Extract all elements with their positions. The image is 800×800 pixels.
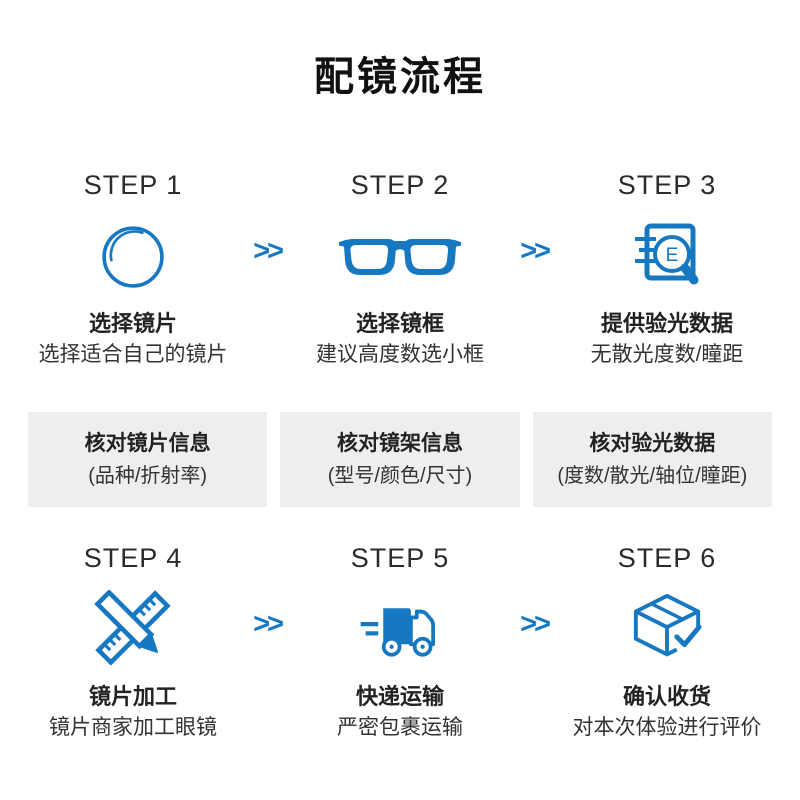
- step-3-name: 提供验光数据: [600, 311, 733, 336]
- step-3-desc: 无散光度数/瞳距: [590, 343, 744, 366]
- step-1: STEP 1 选择镜片 选择适合自己的镜片: [16, 170, 251, 370]
- check-box-title: 核对镜架信息: [336, 432, 463, 455]
- step-2: STEP 2 选择镜框 建议高度数选小框: [283, 170, 518, 370]
- check-box-detail: (品种/折射率): [88, 465, 208, 487]
- delivery-truck-icon: [283, 581, 518, 679]
- step-6-name: 确认收货: [622, 684, 711, 709]
- step-2-desc: 建议高度数选小框: [316, 343, 484, 366]
- step-2-label: STEP 2: [350, 170, 450, 200]
- check-box-title: 核对验光数据: [589, 432, 716, 455]
- next-arrow-icon: >>: [252, 235, 284, 267]
- step-4-label: STEP 4: [83, 543, 183, 573]
- package-check-icon: [550, 581, 785, 679]
- step-1-desc: 选择适合自己的镜片: [38, 343, 228, 366]
- step-3: STEP 3 E 提供验光数据 无散光度数/瞳距: [550, 170, 785, 370]
- check-optometry-data-box: 核对验光数据 (度数/散光/轴位/瞳距): [532, 412, 772, 507]
- next-arrow-icon: >>: [519, 608, 551, 640]
- step-4-name: 镜片加工: [88, 684, 177, 709]
- step-3-label: STEP 3: [617, 170, 717, 200]
- lens-icon: [16, 208, 251, 306]
- steps-row-1: STEP 1 选择镜片 选择适合自己的镜片 >> STEP 2: [28, 170, 772, 370]
- page-title: 配镜流程: [314, 55, 486, 99]
- step-4: STEP 4 镜片加工 镜片商家加工眼镜: [16, 543, 251, 743]
- step-5-name: 快递运输: [355, 684, 444, 709]
- check-box-detail: (型号/颜色/尺寸): [327, 465, 473, 487]
- step-1-name: 选择镜片: [88, 311, 177, 336]
- next-arrow-icon: >>: [252, 608, 284, 640]
- check-box-detail: (度数/散光/轴位/瞳距): [557, 465, 748, 487]
- step-6-label: STEP 6: [617, 543, 717, 573]
- verification-row: 核对镜片信息 (品种/折射率) 核对镜架信息 (型号/颜色/尺寸) 核对验光数据…: [28, 412, 772, 507]
- ruler-pencil-icon: [16, 581, 251, 679]
- next-arrow-icon: >>: [519, 235, 551, 267]
- step-5: STEP 5 快递运输 严密包裹运输: [283, 543, 518, 743]
- glasses-icon: [283, 208, 518, 306]
- steps-row-2: STEP 4 镜片加工 镜片商家加工眼镜 >> STEP 5: [28, 543, 772, 743]
- optometry-chart-icon: E: [550, 208, 785, 306]
- check-box-title: 核对镜片信息: [84, 432, 211, 455]
- step-5-desc: 严密包裹运输: [337, 716, 463, 739]
- step-4-desc: 镜片商家加工眼镜: [49, 716, 217, 739]
- step-6: STEP 6 确认收货 对本次体验进行评价: [550, 543, 785, 743]
- step-6-desc: 对本次体验进行评价: [572, 716, 762, 739]
- step-5-label: STEP 5: [350, 543, 450, 573]
- check-frame-info-box: 核对镜架信息 (型号/颜色/尺寸): [280, 412, 520, 507]
- check-lens-info-box: 核对镜片信息 (品种/折射率): [28, 412, 268, 507]
- svg-text:E: E: [666, 245, 679, 266]
- step-1-label: STEP 1: [83, 170, 183, 200]
- step-2-name: 选择镜框: [355, 311, 444, 336]
